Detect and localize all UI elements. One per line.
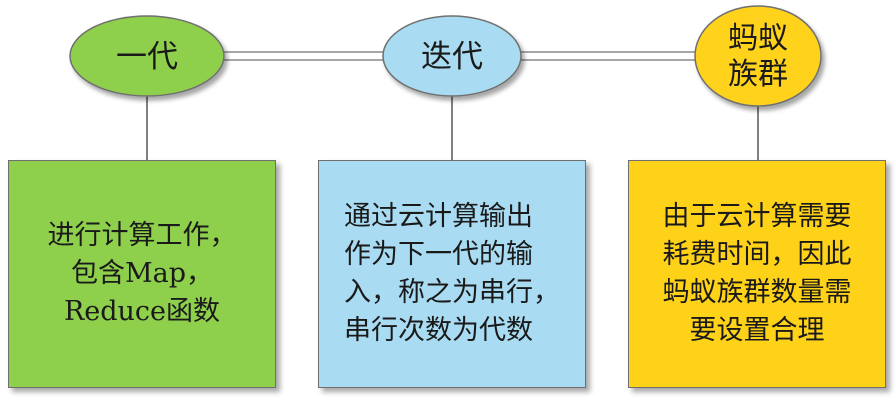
description-box-1: 进行计算工作， 包含Map， Reduce函数 — [8, 160, 276, 388]
description-box-1-text: 进行计算工作， 包含Map， Reduce函数 — [47, 220, 237, 327]
node-3-oval — [694, 5, 822, 107]
node-2: 迭代 — [382, 15, 522, 97]
description-box-2-text: 通过云计算输出 作为下一代的输 入，称之为串行， 串行次数为代数 — [344, 201, 560, 346]
description-box-3: 由于云计算需要 耗费时间，因此 蚂蚁族群数量需 要设置合理 — [628, 160, 886, 388]
node-1-oval — [69, 15, 225, 97]
node-3-label-line2: 族群 — [728, 57, 788, 92]
node-3: 蚂蚁 族群 — [694, 5, 822, 107]
description-box-3-text: 由于云计算需要 耗费时间，因此 蚂蚁族群数量需 要设置合理 — [662, 201, 852, 346]
node-2-label: 迭代 — [421, 39, 483, 75]
node-1-label: 一代 — [116, 39, 178, 75]
node-1: 一代 — [69, 15, 225, 97]
node-3-label-line1: 蚂蚁 — [728, 21, 788, 56]
node-2-oval — [382, 15, 522, 97]
description-box-2: 通过云计算输出 作为下一代的输 入，称之为串行， 串行次数为代数 — [318, 160, 586, 388]
